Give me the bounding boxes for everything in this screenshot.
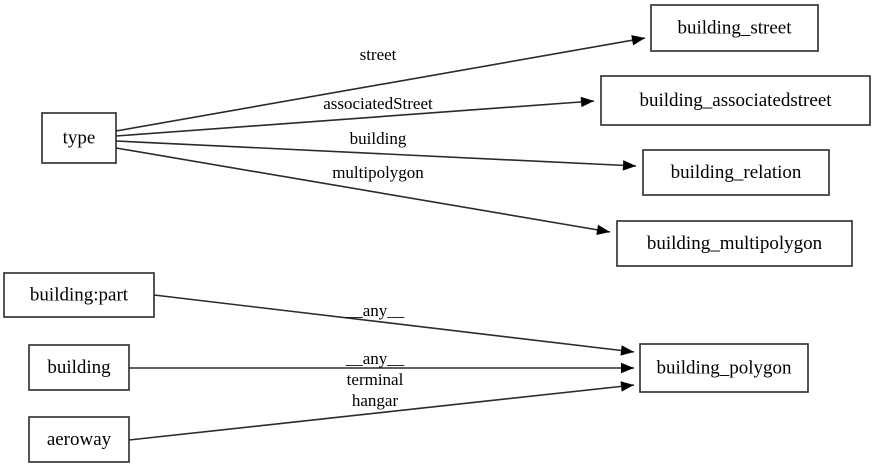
graph-node-type[interactable]: type: [41, 112, 117, 164]
graph-edge: [115, 140, 637, 171]
graph-node-aeroway[interactable]: aeroway: [28, 416, 130, 463]
graph-edge: [115, 147, 611, 235]
node-box[interactable]: [28, 344, 130, 391]
edge-labels-layer: street associatedStreet building multipolyg…: [323, 45, 433, 410]
node-box[interactable]: [28, 416, 130, 463]
edge-label: __any__: [345, 349, 405, 368]
node-label: building_street: [678, 17, 793, 38]
node-label: building: [47, 357, 111, 378]
edge-line: [115, 147, 611, 233]
edge-arrowhead-icon: [620, 381, 634, 392]
node-label: building_multipolygon: [647, 233, 823, 254]
node-label: building:part: [30, 284, 129, 305]
edge-label: associatedStreet: [323, 94, 433, 113]
graph-edge: [128, 381, 635, 441]
edge-label: multipolygon: [332, 163, 424, 182]
node-label: building_associatedstreet: [639, 90, 832, 111]
graph-node-building_multipolygon[interactable]: building_multipolygon: [616, 220, 853, 267]
nodes-layer: type building_street building_associatedst…: [3, 4, 871, 463]
edge-line: [115, 140, 637, 167]
graph-edge: [153, 294, 635, 356]
edge-line: [153, 294, 635, 353]
edge-label: __any__: [345, 301, 405, 320]
graph-node-building_part[interactable]: building:part: [3, 272, 155, 318]
edge-arrowhead-icon: [596, 224, 610, 235]
node-box[interactable]: [3, 272, 155, 318]
edge-arrowhead-icon: [620, 345, 634, 356]
edge-line: [128, 384, 635, 441]
graph-edge: [115, 96, 595, 137]
edge-arrowhead-icon: [631, 35, 645, 46]
graph-node-building[interactable]: building: [28, 344, 130, 391]
graph-node-building_associatedstreet[interactable]: building_associatedstreet: [600, 75, 871, 126]
edges-layer: [115, 35, 646, 441]
edge-arrowhead-icon: [621, 362, 634, 374]
edge-line: [115, 37, 646, 132]
edge-arrowhead-icon: [622, 160, 636, 171]
edge-label: hangar: [352, 391, 399, 410]
edge-label: building: [350, 129, 407, 148]
graph-node-building_polygon[interactable]: building_polygon: [639, 343, 809, 393]
graph-edge: [115, 35, 646, 132]
node-label: aeroway: [47, 429, 112, 450]
edge-line: [115, 100, 595, 137]
node-box[interactable]: [616, 220, 853, 267]
graph-node-building_street[interactable]: building_street: [650, 4, 819, 52]
node-box[interactable]: [41, 112, 117, 164]
graph-node-building_relation[interactable]: building_relation: [642, 149, 830, 196]
edge-arrowhead-icon: [580, 96, 594, 108]
node-label: building_polygon: [656, 357, 792, 378]
node-box[interactable]: [650, 4, 819, 52]
node-box[interactable]: [600, 75, 871, 126]
node-box[interactable]: [642, 149, 830, 196]
edge-label: street: [360, 45, 397, 64]
edge-label: terminal: [347, 370, 404, 389]
node-label: type: [63, 127, 96, 148]
node-box[interactable]: [639, 343, 809, 393]
graph-edge: [129, 362, 634, 374]
node-label: building_relation: [671, 162, 802, 183]
